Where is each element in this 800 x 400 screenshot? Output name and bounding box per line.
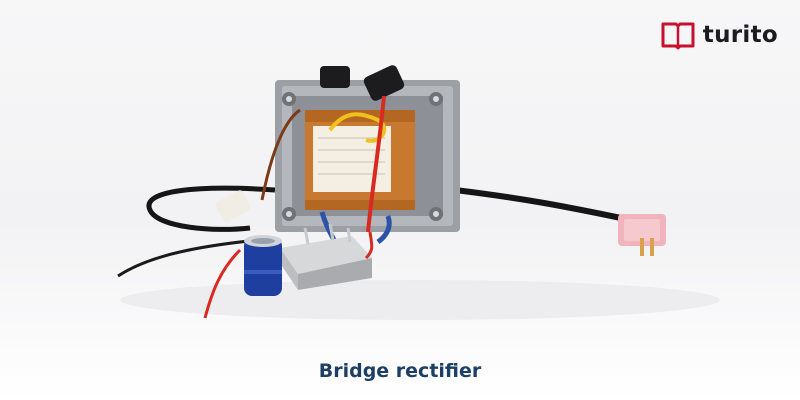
black-lead	[117, 238, 259, 278]
image-caption: Bridge rectifier	[318, 360, 482, 382]
logo-text: turito	[702, 22, 778, 48]
power-cord	[452, 187, 643, 225]
capacitor	[244, 235, 282, 296]
transformer	[275, 65, 460, 232]
white-connector	[215, 190, 251, 222]
turito-logo: turito	[660, 20, 778, 50]
book-icon	[661, 22, 695, 50]
pink-plug	[618, 214, 666, 256]
bridge-rectifier-chip	[280, 223, 372, 290]
red-wire	[366, 95, 386, 233]
black-cable-loop	[146, 185, 276, 232]
brown-wire	[260, 108, 301, 201]
yellow-wire	[328, 112, 387, 143]
red-lead	[203, 248, 242, 319]
